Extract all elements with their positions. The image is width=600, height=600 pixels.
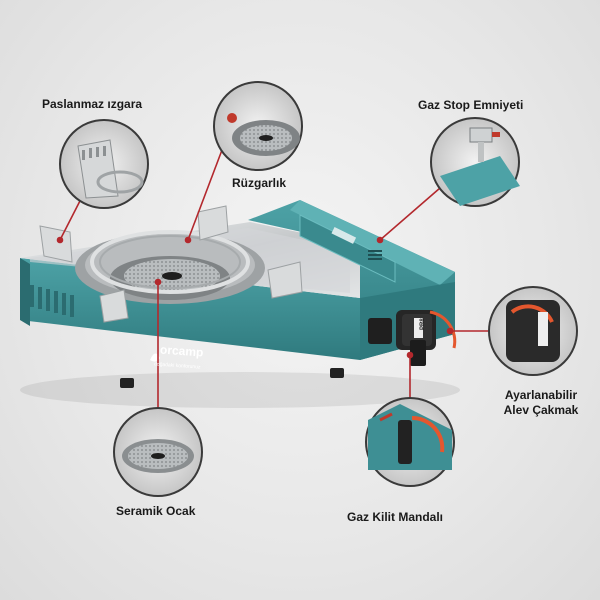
label-gas-lock: Gaz Kilit Mandalı [347, 510, 444, 524]
callout-circle-gas-lock [365, 397, 455, 487]
model-badge: PR8 [420, 318, 426, 330]
label-ceramic-burner: Seramik Ocak [116, 504, 196, 518]
callout-lines [56, 149, 488, 410]
callout-circle-igniter [488, 286, 578, 376]
label-igniter-line2: Alev Çakmak [503, 403, 579, 417]
stove-body [20, 200, 460, 408]
burner-assembly [39, 205, 303, 323]
label-grill: Paslanmaz ızgara [42, 97, 143, 111]
label-igniter: Ayarlanabilir Alev Çakmak [495, 388, 587, 418]
callout-circle-gas-stop [430, 117, 520, 207]
control-knob-icon[interactable] [368, 310, 457, 366]
label-igniter-line1: Ayarlanabilir [504, 388, 578, 402]
gas-valve-icon [469, 127, 500, 162]
label-gas-stop: Gaz Stop Emniyeti [418, 98, 524, 112]
callout-circle-windscreen [213, 81, 303, 171]
label-windscreen: Rüzgarlık [232, 176, 287, 190]
brand-tagline: doğadaki konforunuz [153, 361, 201, 371]
callout-circle-ceramic [113, 407, 203, 497]
callout-circle-grill [59, 119, 149, 209]
